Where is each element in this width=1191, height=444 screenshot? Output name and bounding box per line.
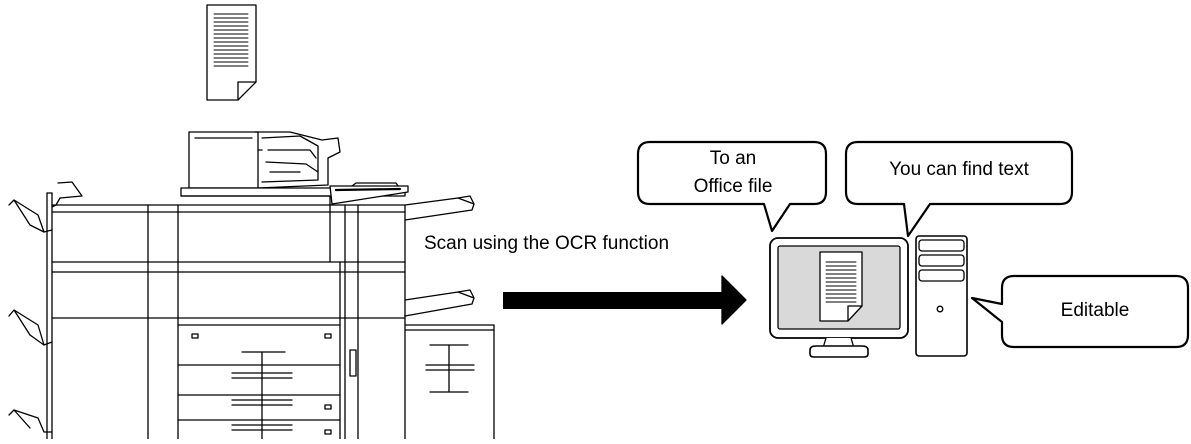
arrow-right-icon [503,275,747,325]
bubble-find-text: You can find text [889,159,1029,180]
multifunction-printer-icon [8,131,495,440]
pc-tower-icon [915,235,968,357]
paper-document-icon [206,4,257,101]
scan-label: Scan using the OCR function [424,233,670,254]
bubble-office-line2: Office file [693,176,773,197]
speech-bubble-find-text [844,140,1074,238]
bubble-office-line1: To an [709,148,757,169]
speech-bubble-editable [970,274,1190,349]
bubble-editable-text: Editable [1060,300,1130,321]
speech-bubble-office-file [636,140,828,233]
computer-monitor-icon [769,237,909,358]
